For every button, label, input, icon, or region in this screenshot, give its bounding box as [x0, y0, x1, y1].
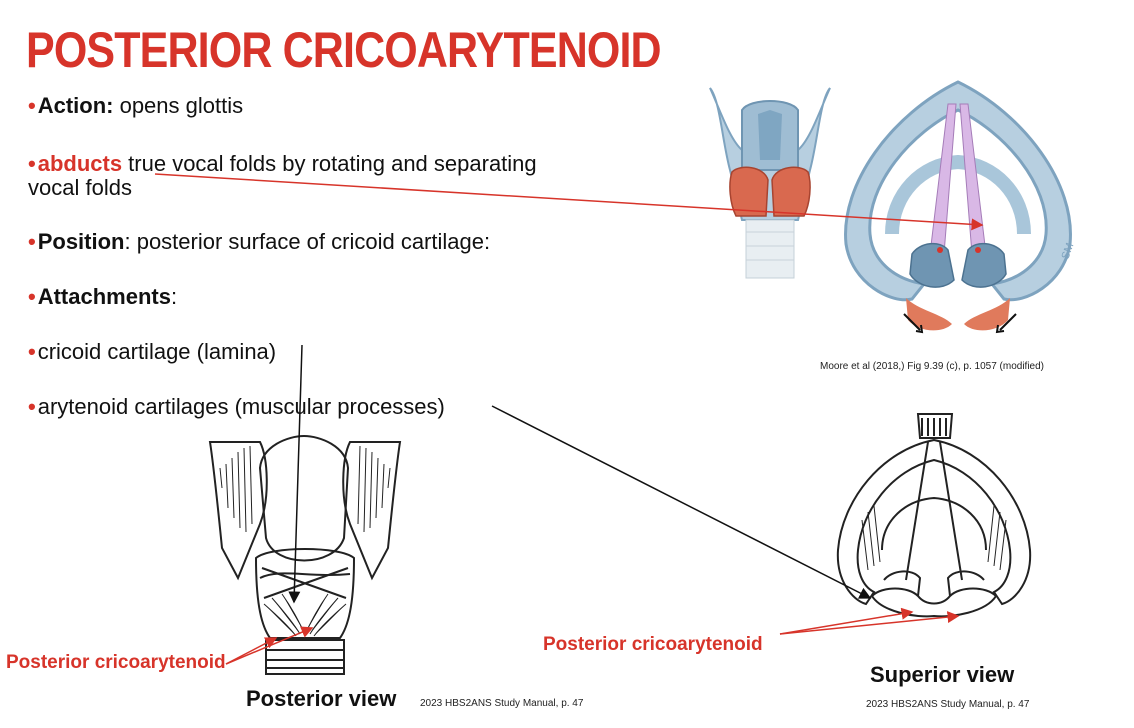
manual-caption-left: 2023 HBS2ANS Study Manual, p. 47 [420, 698, 584, 709]
abducts-label: abducts [37, 151, 123, 176]
bullet-arytenoid: •arytenoid cartilages (muscular processe… [28, 395, 445, 419]
posterior-view-label: Posterior view [246, 686, 397, 711]
posterior-cricoarytenoid-label-right: Posterior cricoarytenoid [543, 634, 763, 655]
attachments-label: Attachments [37, 284, 171, 309]
position-label: Position [37, 229, 125, 254]
action-text: opens glottis [113, 93, 244, 118]
bullet-cricoid: •cricoid cartilage (lamina) [28, 340, 276, 364]
bullet-dot: • [28, 339, 36, 364]
bullet-dot: • [28, 151, 36, 176]
abducts-text: true vocal folds by rotating and separat… [122, 151, 537, 176]
posterior-view-line-drawing [208, 434, 402, 675]
larynx-posterior-color-illustration [709, 87, 831, 279]
bullet-position: •Position: posterior surface of cricoid … [28, 230, 490, 254]
cricoid-text: cricoid cartilage (lamina) [37, 339, 277, 364]
posterior-cricoarytenoid-label-left: Posterior cricoarytenoid [6, 652, 226, 673]
superior-view-label: Superior view [870, 662, 1015, 687]
arytenoid-arrow [491, 405, 872, 599]
bullet-dot: • [28, 229, 36, 254]
action-label: Action: [37, 93, 114, 118]
bullet-action: •Action: opens glottis [28, 94, 243, 118]
manual-caption-right: 2023 HBS2ANS Study Manual, p. 47 [866, 699, 1030, 710]
bullet-dot: • [28, 284, 36, 309]
superior-view-color-illustration: SM [844, 80, 1077, 334]
bullet-abducts: •abducts true vocal folds by rotating an… [28, 152, 537, 176]
superior-view-line-drawing [836, 413, 1032, 618]
bullet-dot: • [28, 93, 36, 118]
bullet-abducts-continued: vocal folds [28, 176, 132, 200]
bullet-dot: • [28, 394, 36, 419]
slide-title: POSTERIOR CRICOARYTENOID [26, 22, 662, 78]
illustrator-initials: SM [1060, 241, 1077, 261]
attachments-text: : [170, 284, 178, 309]
moore-figure-caption: Moore et al (2018,) Fig 9.39 (c), p. 105… [820, 361, 1044, 372]
position-text: : posterior surface of cricoid cartilage… [124, 229, 491, 254]
arytenoid-text: arytenoid cartilages (muscular processes… [37, 394, 445, 419]
abducts-text-2: vocal folds [28, 175, 132, 200]
bullet-attachments: •Attachments: [28, 285, 177, 309]
